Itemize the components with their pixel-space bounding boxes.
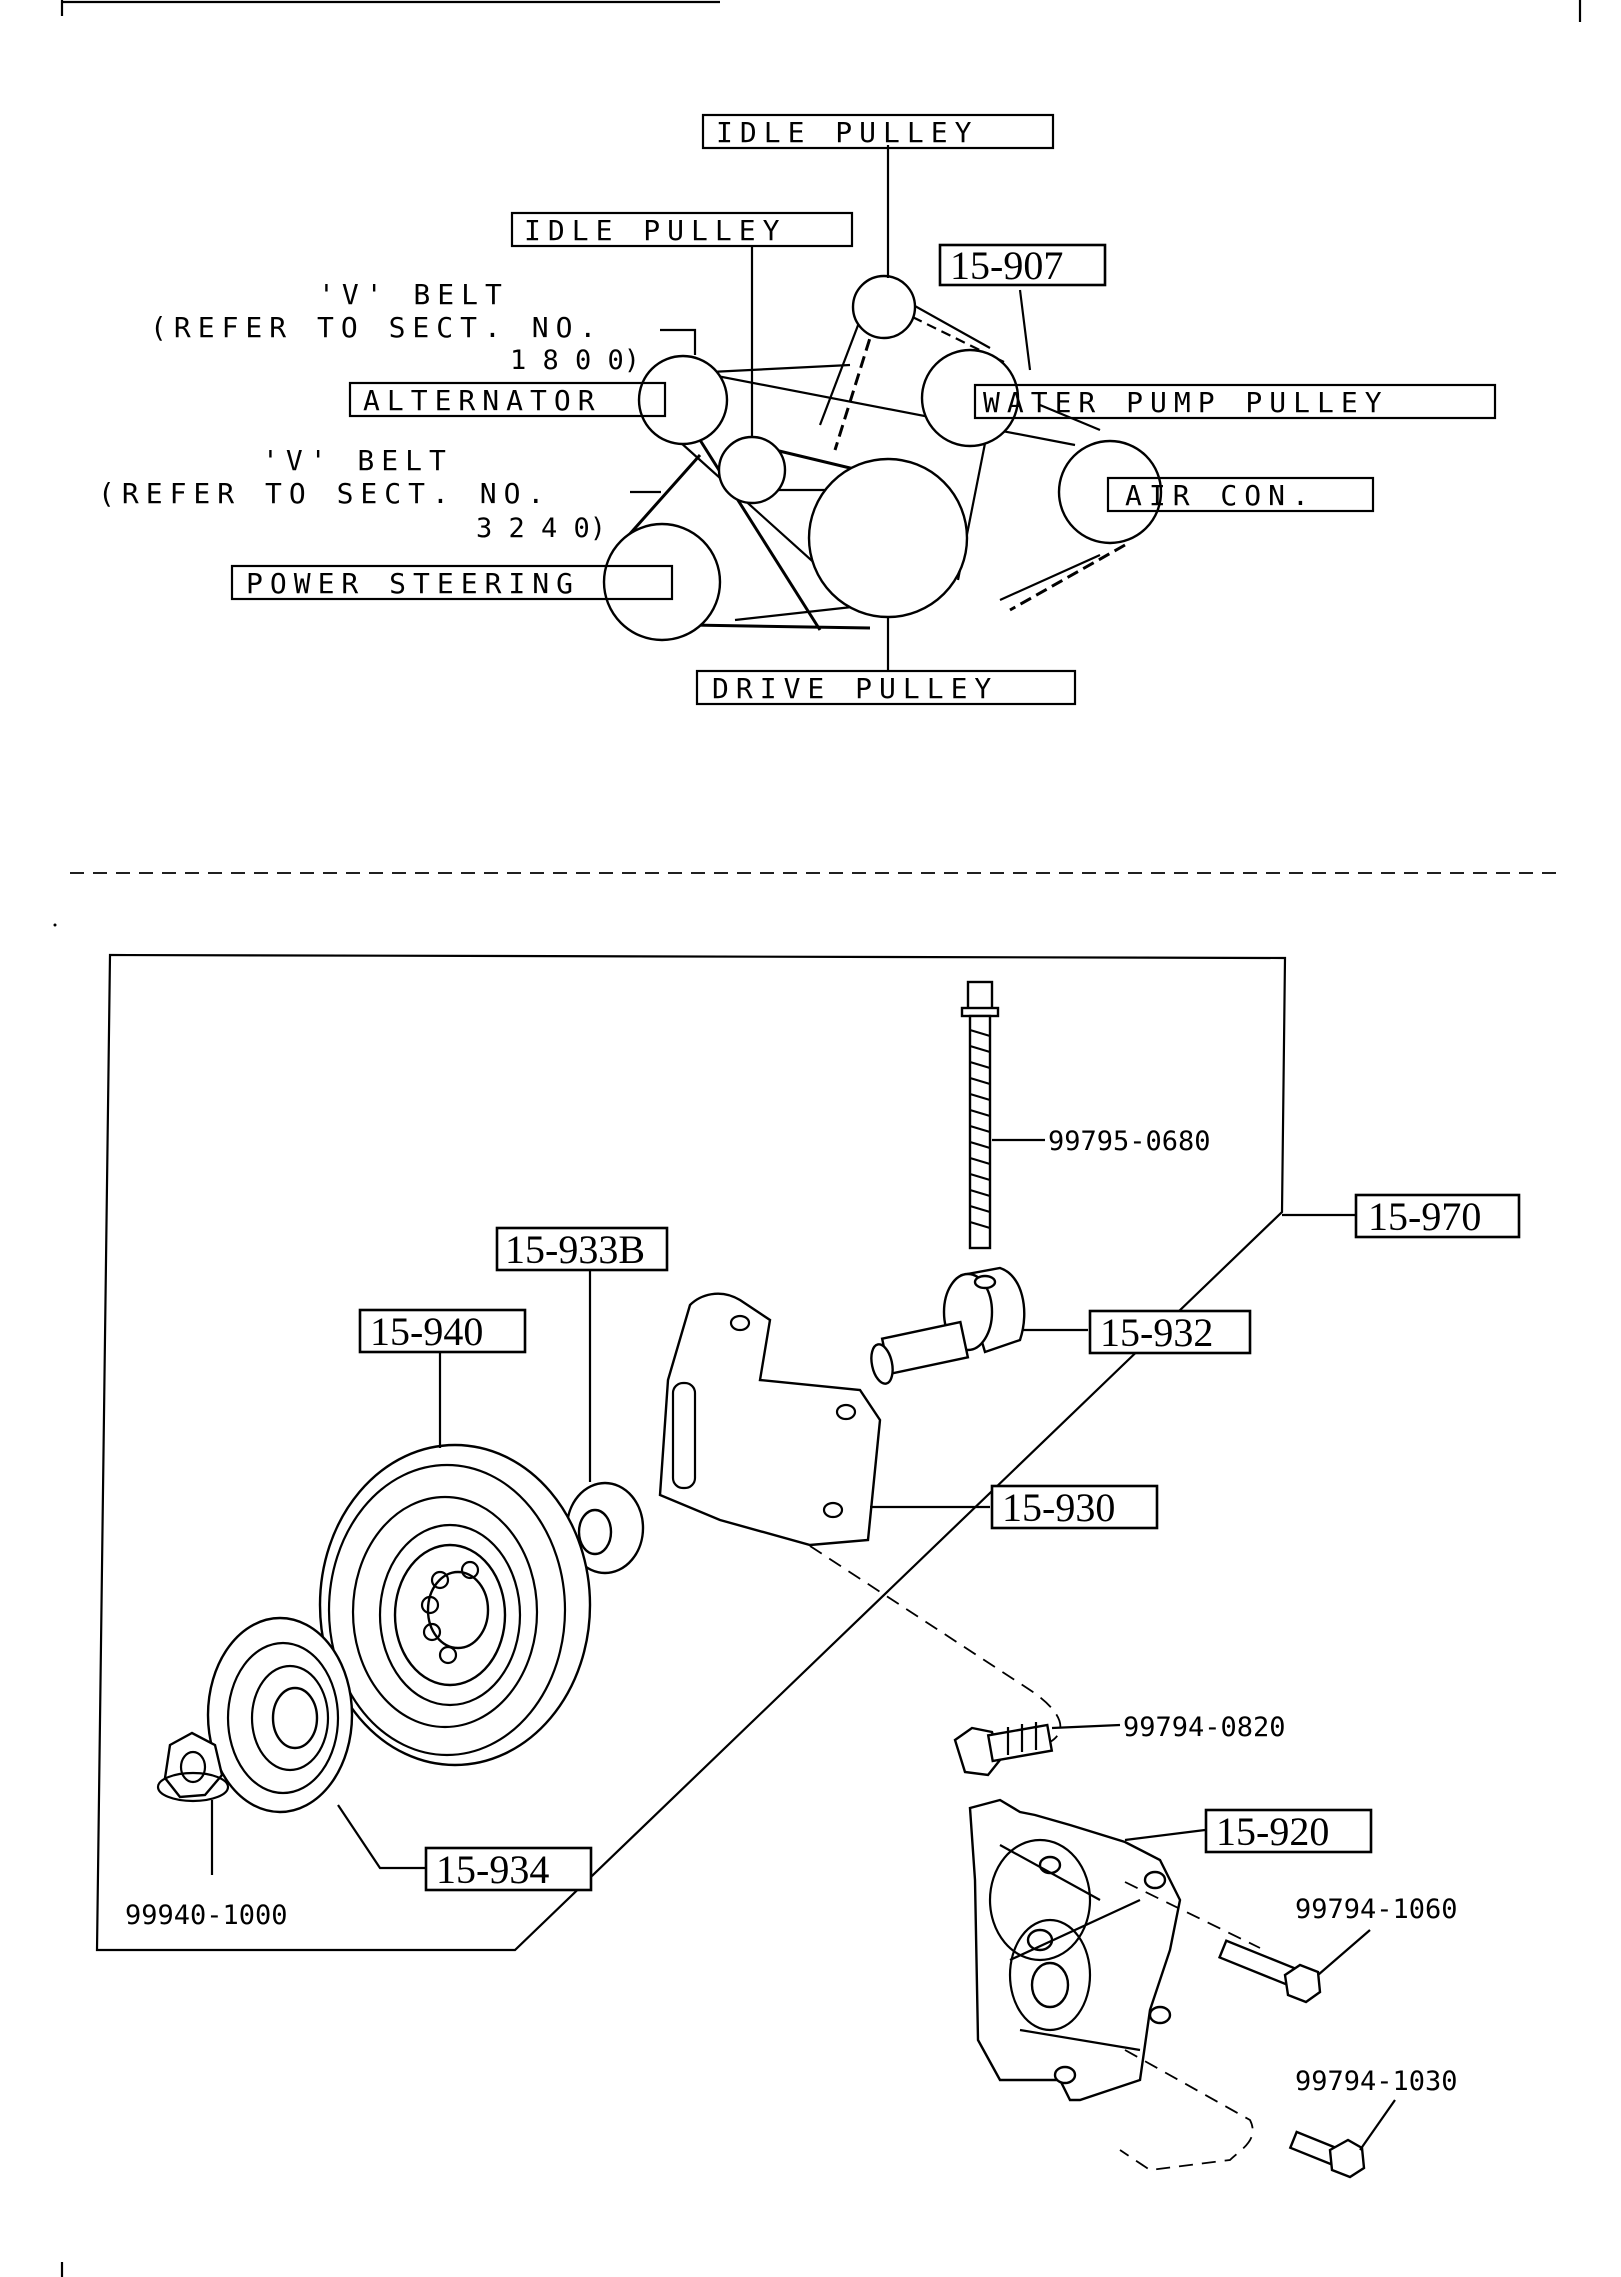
spacer-collar [565, 1481, 645, 1575]
tensioner-assembly-diagram: 99795-0680 15-970 15-932 15-930 [95, 953, 1521, 2179]
bolt-99794-1030 [1288, 2130, 1366, 2179]
tensioner-bracket [658, 1292, 882, 1547]
bolt-99795-0680-label: 99795-0680 [1048, 1126, 1211, 1157]
part-15-930-box [990, 1484, 1159, 1530]
part-15-932-label: 15-932 [1100, 1310, 1213, 1355]
v-belt-3240-line2: (REFER TO SECT. NO. [98, 477, 551, 510]
power-steering-box [230, 564, 674, 601]
part-15-940-box [358, 1308, 527, 1354]
alternator-label: ALTERNATOR [363, 384, 602, 417]
nut-99940-1000-label: 99940-1000 [125, 1900, 288, 1931]
idle-pulley-top [851, 274, 917, 340]
idle-pulley-mid [717, 435, 787, 505]
air-con-box [1106, 476, 1375, 513]
assembly-outline [95, 953, 1287, 1952]
v-belt-1800-line3: 1 8 0 0) [510, 345, 640, 376]
idler-pulley [318, 1443, 592, 1767]
air-con-pulley [1057, 439, 1163, 545]
part-15-920-label: 15-920 [1216, 1809, 1329, 1854]
idle-pulley-mid-box [510, 211, 854, 248]
part-15-907-box [938, 243, 1107, 287]
pivot-shaft [870, 1266, 1026, 1385]
alternator-pulley [637, 354, 729, 446]
part-15-933B-label: 15-933B [505, 1227, 645, 1272]
part-15-932-box [1088, 1309, 1252, 1355]
part-15-930-label: 15-930 [1002, 1485, 1115, 1530]
water-pump-housing [968, 1798, 1182, 2102]
part-15-907-label: 15-907 [950, 243, 1063, 288]
adjusting-bolt [960, 980, 1000, 1250]
water-pump-pulley-box [973, 383, 1497, 420]
power-steering-pulley [602, 522, 722, 642]
v-belt-1800-line1: 'V' BELT [318, 278, 509, 311]
v-belt-3240-line1: 'V' BELT [262, 444, 453, 477]
flange-nut [156, 1731, 230, 1803]
air-con-label: AIR CON. [1125, 479, 1316, 512]
idle-pulley-top-box [701, 113, 1055, 150]
pulley-cover-plate [206, 1616, 354, 1814]
drive-pulley-box [695, 669, 1077, 706]
bolt-99794-1060-label: 99794-1060 [1295, 1894, 1458, 1925]
part-15-933B-box [495, 1226, 669, 1272]
part-15-934-box [424, 1846, 593, 1892]
drive-pulley [807, 457, 969, 619]
part-15-970-box [1354, 1193, 1521, 1239]
water-pump-pulley-label: WATER PUMP PULLEY [983, 386, 1389, 419]
part-15-934-label: 15-934 [436, 1847, 549, 1892]
part-15-920-box [1204, 1808, 1373, 1854]
part-15-940-label: 15-940 [370, 1309, 483, 1354]
water-pump-pulley [920, 348, 1020, 448]
bolt-99794-1060 [1217, 1939, 1322, 2004]
idle-pulley-mid-label: IDLE PULLEY [524, 214, 786, 247]
v-belt-1800-line2: (REFER TO SECT. NO. [150, 311, 603, 344]
bolt-99794-0820-label: 99794-0820 [1123, 1712, 1286, 1743]
power-steering-label: POWER STEERING [246, 567, 580, 600]
part-15-970-label: 15-970 [1368, 1194, 1481, 1239]
bolt-99794-0820 [953, 1722, 1054, 1777]
drive-pulley-label: DRIVE PULLEY [712, 672, 998, 705]
alternator-box [348, 381, 667, 418]
v-belt-3240-line3: 3 2 4 0) [476, 513, 606, 544]
registration-dot [53, 923, 57, 927]
belt-routing-diagram: IDLE PULLEY IDLE PULLEY 'V' BELT (REFER … [98, 113, 1497, 706]
idle-pulley-top-label: IDLE PULLEY [716, 116, 978, 149]
bolt-99794-1030-label: 99794-1030 [1295, 2066, 1458, 2097]
